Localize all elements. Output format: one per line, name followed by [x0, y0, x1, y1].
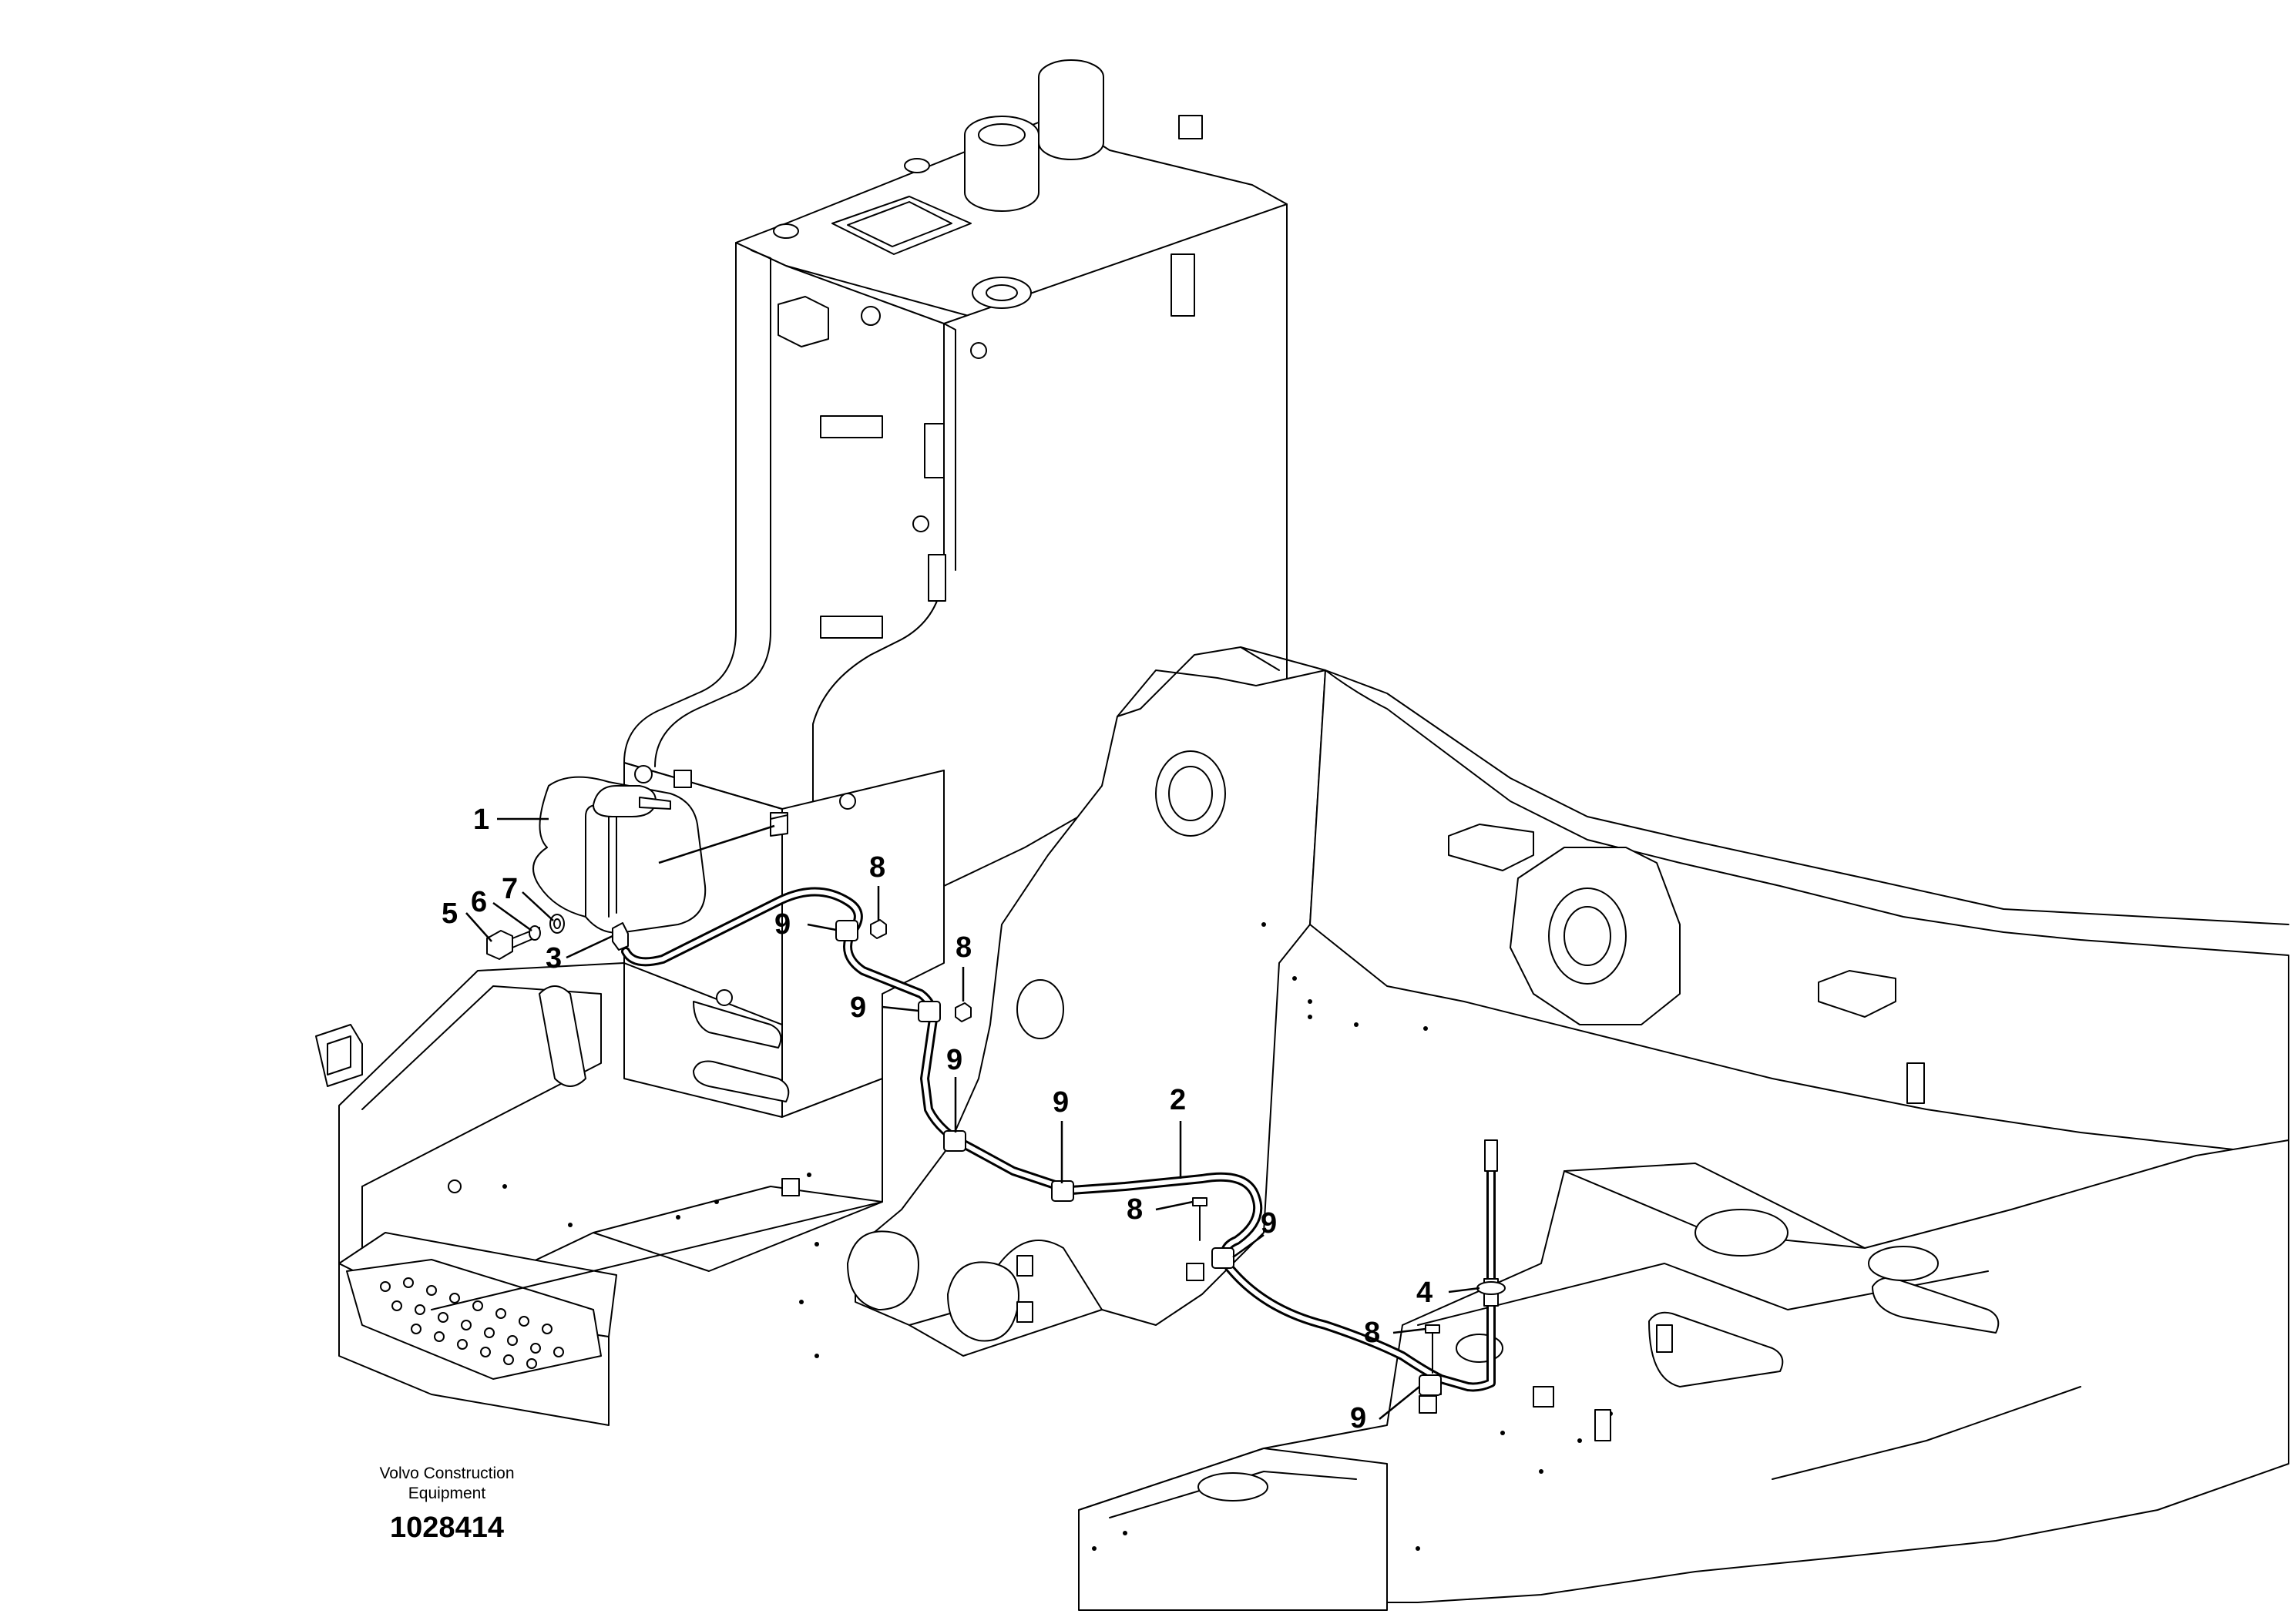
callout-9-a: 9: [774, 908, 791, 941]
callout-4: 4: [1416, 1277, 1432, 1309]
publisher-line-2: Equipment: [408, 1485, 486, 1502]
hose-clips: [835, 920, 1442, 1414]
callout-9-e: 9: [1261, 1207, 1277, 1240]
step-plate-holes: [380, 1277, 564, 1369]
callout-6: 6: [471, 886, 487, 918]
callout-8-lower: 8: [1364, 1317, 1380, 1349]
callout-7: 7: [502, 873, 518, 905]
callout-9-c: 9: [946, 1044, 962, 1076]
lower-platform: [1078, 1139, 2289, 1611]
callout-8-upper: 8: [956, 931, 972, 964]
callout-5: 5: [442, 898, 458, 930]
callout-leaders: [465, 817, 1480, 1420]
fasteners: [486, 814, 788, 960]
callout-2: 2: [1170, 1084, 1186, 1116]
figure-number: 1028414: [390, 1512, 504, 1544]
callout-9-d: 9: [1053, 1086, 1069, 1119]
clip-screws: [870, 919, 1440, 1374]
callout-1: 1: [473, 804, 489, 836]
boom-brackets: [847, 646, 2289, 1357]
figure-caption: Volvo Construction Equipment 1028414: [379, 1465, 514, 1544]
washer-hose: [621, 887, 1506, 1392]
callout-3: 3: [546, 942, 562, 975]
washer-reservoir: [532, 776, 707, 934]
upper-frame: [315, 962, 883, 1426]
callout-numbers: 1 2 3 4 5 6 7 8 8 8 8 9 9 9 9 9 9: [442, 804, 1432, 1434]
callout-8-top: 8: [869, 851, 885, 884]
callout-9-b: 9: [850, 992, 866, 1024]
publisher-line-1: Volvo Construction: [379, 1465, 514, 1482]
callout-9-f: 9: [1350, 1402, 1366, 1434]
callout-8-middle: 8: [1127, 1193, 1143, 1226]
